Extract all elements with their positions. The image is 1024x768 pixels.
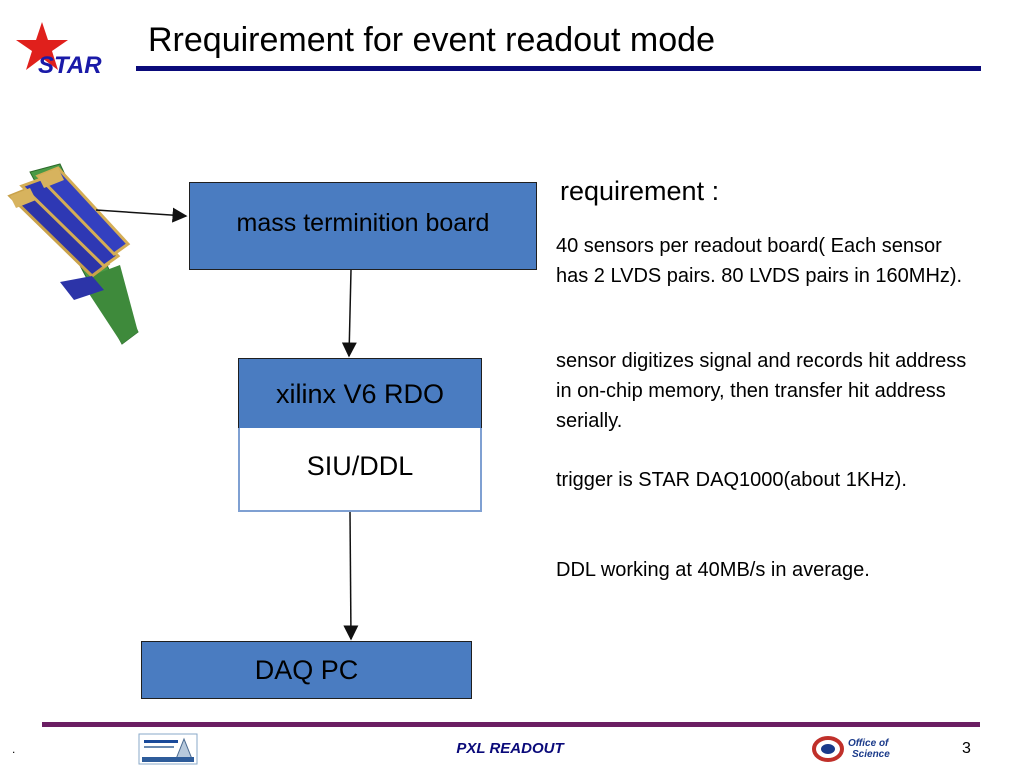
title-divider <box>136 66 981 71</box>
doe-logo-line2: Science <box>852 749 890 760</box>
footer-divider <box>42 722 980 727</box>
office-of-science-logo: Office of Science <box>812 736 890 762</box>
requirement-item: sensor digitizes signal and records hit … <box>556 350 967 432</box>
page-title: Rrequirement for event readout mode <box>148 21 715 59</box>
star-logo-text: STAR <box>38 52 102 79</box>
lab-logo-icon <box>138 733 198 765</box>
daq-pc-box: DAQ PC <box>141 641 472 699</box>
sensor-ladder-icon <box>7 163 139 345</box>
requirement-item: DDL working at 40MB/s in average. <box>556 559 870 581</box>
daq-label: DAQ PC <box>254 654 359 685</box>
arrow-ladder-to-board <box>95 207 188 223</box>
page-number: 3 <box>962 740 971 757</box>
rdo-label: xilinx V6 RDO <box>275 378 445 409</box>
footer-dot: . <box>12 742 16 756</box>
rdo-box: xilinx V6 RDO <box>238 358 482 430</box>
requirement-item: trigger is STAR DAQ1000(about 1KHz). <box>556 469 907 491</box>
footer-title: PXL READOUT <box>456 740 564 757</box>
doe-logo-line1: Office of <box>848 738 890 749</box>
mass-termination-board-box: mass terminition board <box>189 182 537 270</box>
arrow-board-to-rdo <box>341 269 357 358</box>
siu-ddl-box: SIU/DDL <box>238 428 482 512</box>
requirement-item: 40 sensors per readout board( Each senso… <box>556 235 963 287</box>
arrow-siu-to-daq <box>343 511 359 641</box>
mass-board-label: mass terminition board <box>236 208 490 237</box>
requirements-heading: requirement : <box>560 176 720 206</box>
siu-label: SIU/DDL <box>306 450 414 481</box>
star-shape-icon <box>16 22 68 70</box>
star-logo: STAR <box>16 22 102 79</box>
